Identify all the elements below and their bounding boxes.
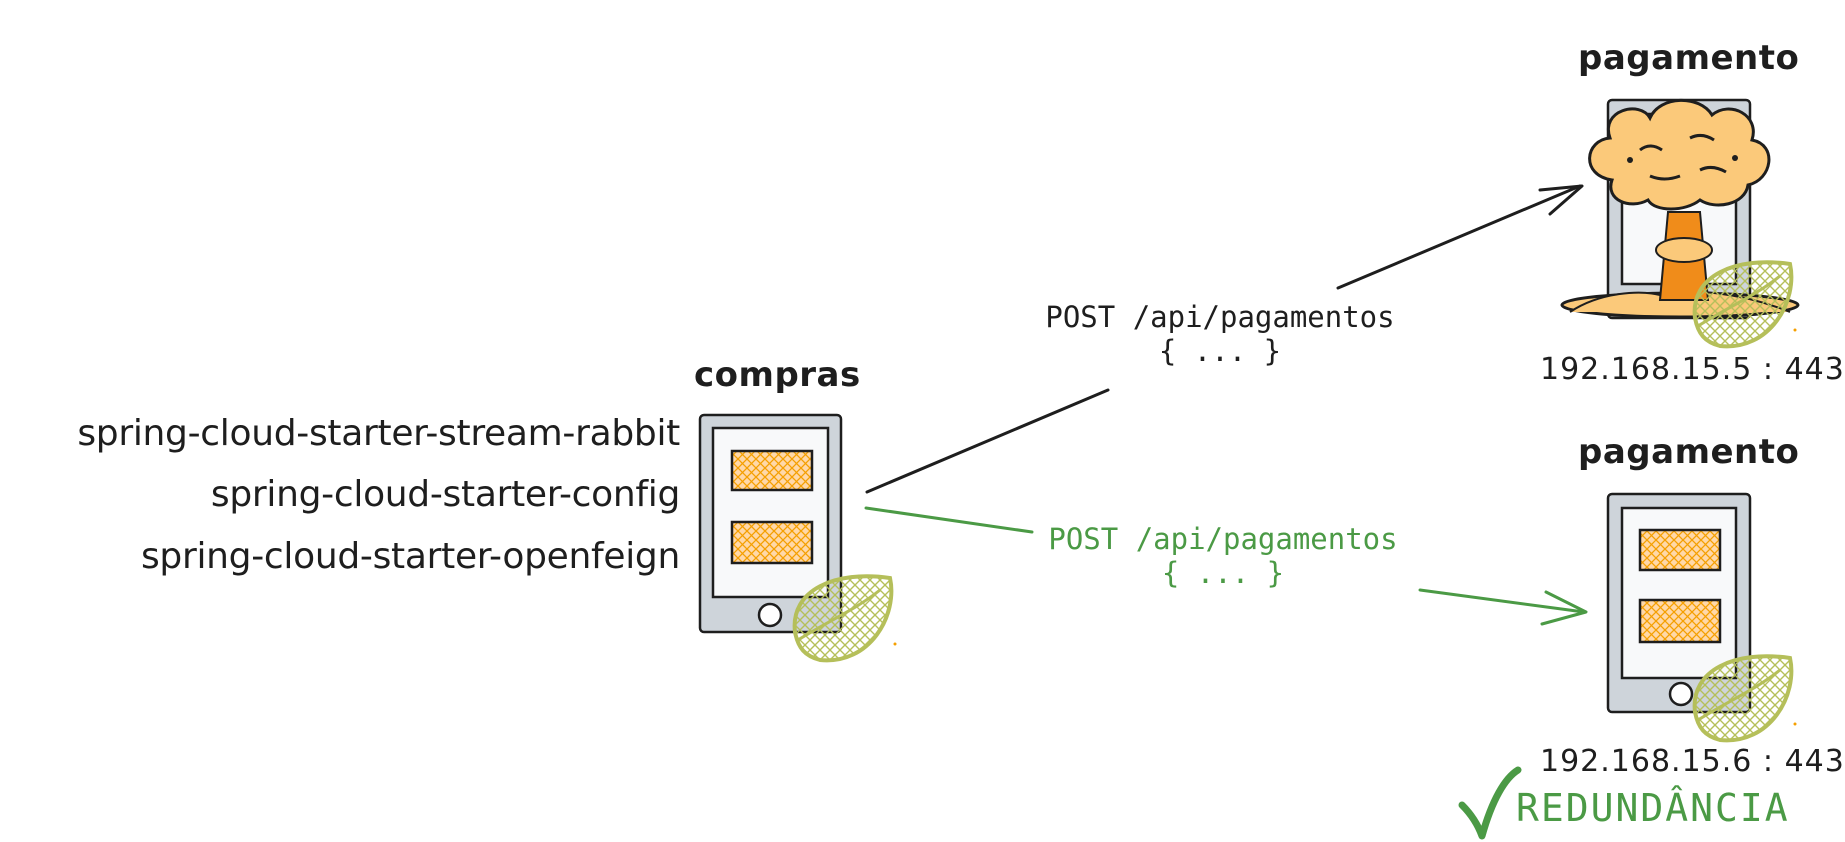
arrow-to-pagamento-primary bbox=[865, 184, 1584, 494]
dependency-stream-rabbit: spring-cloud-starter-stream-rabbit bbox=[77, 413, 680, 454]
request-label-primary: POST /api/pagamentos { ... } bbox=[1040, 300, 1400, 368]
compras-home-button bbox=[757, 602, 783, 628]
dependency-openfeign: spring-cloud-starter-openfeign bbox=[140, 536, 680, 577]
request-method-path: POST /api/pagamentos bbox=[1045, 300, 1395, 334]
pagamento-secondary-label: pagamento bbox=[1578, 432, 1800, 472]
pagamento-secondary-device bbox=[1606, 492, 1752, 714]
pagamento-primary-label: pagamento bbox=[1578, 38, 1800, 78]
request-body: { ... } bbox=[1161, 556, 1285, 590]
pagamento-home-button bbox=[1668, 681, 1694, 707]
dependency-config: spring-cloud-starter-config bbox=[210, 474, 680, 515]
request-body: { ... } bbox=[1158, 334, 1282, 368]
pagamento-panel-top bbox=[1638, 528, 1722, 572]
spring-leaf-icon bbox=[1692, 260, 1797, 349]
pagamento-secondary-address: 192.168.15.6 : 443 bbox=[1540, 744, 1845, 779]
spring-leaf-icon bbox=[792, 574, 897, 663]
pagamento-panel-bottom bbox=[1638, 598, 1722, 644]
request-label-secondary: POST /api/pagamentos { ... } bbox=[1042, 522, 1404, 590]
arrow-to-pagamento-secondary bbox=[864, 506, 1588, 626]
spring-leaf-icon bbox=[1692, 654, 1797, 743]
compras-panel-bottom bbox=[730, 520, 814, 565]
request-method-path: POST /api/pagamentos bbox=[1048, 522, 1398, 556]
pagamento-primary-address: 192.168.15.5 : 443 bbox=[1540, 352, 1845, 387]
checkmark-icon bbox=[1458, 766, 1522, 840]
compras-device bbox=[698, 413, 843, 634]
redundancy-note: REDUNDÂNCIA bbox=[1516, 786, 1790, 830]
compras-label: compras bbox=[694, 355, 861, 395]
compras-panel-top bbox=[730, 449, 814, 492]
